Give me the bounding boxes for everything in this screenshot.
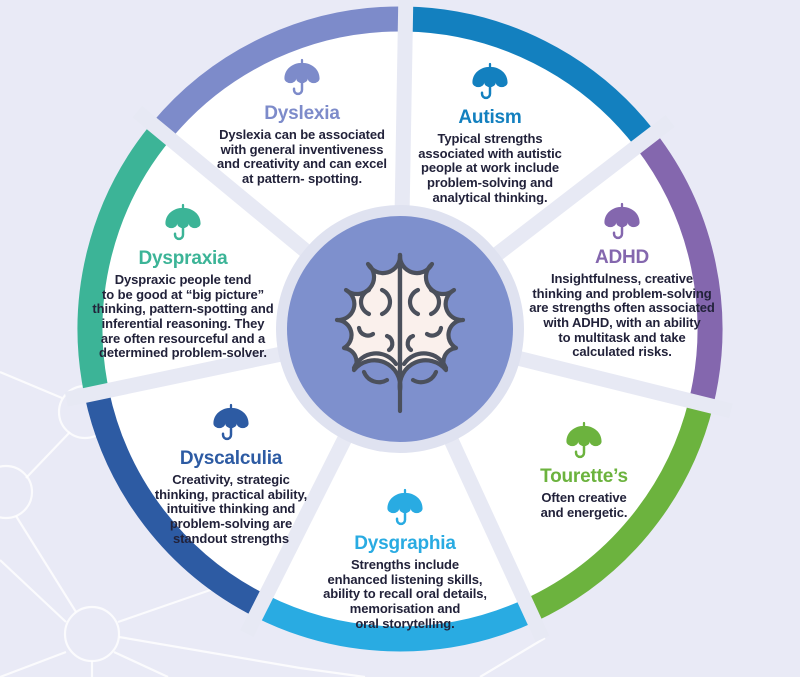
segment-title: ADHD [594, 247, 650, 268]
segment-title: Dyslexia [264, 103, 340, 124]
umbrella-icon [472, 62, 508, 100]
segment-title: Dyspraxia [138, 248, 228, 269]
umbrella-icon [387, 488, 423, 526]
brain-icon [334, 252, 463, 414]
segment-tourettes: Tourette’s Often creative and energetic. [499, 421, 669, 520]
segment-description: Dyspraxic people tend to be good at “big… [92, 272, 274, 361]
segment-title: Dysgraphia [354, 533, 456, 554]
umbrella-icon [566, 421, 602, 459]
segment-dysgraphia: Dysgraphia Strengths include enhanced li… [299, 488, 511, 631]
umbrella-icon [604, 202, 640, 240]
segment-autism: Autism Typical strengths associated with… [390, 62, 590, 205]
segment-description: Typical strengths associated with autist… [418, 131, 562, 205]
segment-description: Insightfulness, creative thinking and pr… [529, 271, 715, 360]
segment-dyslexia: Dyslexia Dyslexia can be associated with… [192, 58, 412, 187]
segment-dyscalculia: Dyscalculia Creativity, strategic thinki… [126, 403, 336, 546]
segment-adhd: ADHD Insightfulness, creative thinking a… [507, 202, 737, 360]
segment-description: Often creative and energetic. [540, 490, 628, 520]
segment-dyspraxia: Dyspraxia Dyspraxic people tend to be go… [63, 203, 303, 361]
umbrella-icon [284, 58, 320, 96]
segment-title: Dyscalculia [179, 448, 283, 469]
umbrella-icon [213, 403, 249, 441]
segment-description: Dyslexia can be associated with general … [217, 127, 387, 187]
segment-description: Creativity, strategic thinking, practica… [154, 472, 308, 546]
segment-title: Tourette’s [540, 466, 628, 487]
segment-description: Strengths include enhanced listening ski… [323, 557, 487, 631]
segment-title: Autism [458, 107, 522, 128]
umbrella-icon [165, 203, 201, 241]
